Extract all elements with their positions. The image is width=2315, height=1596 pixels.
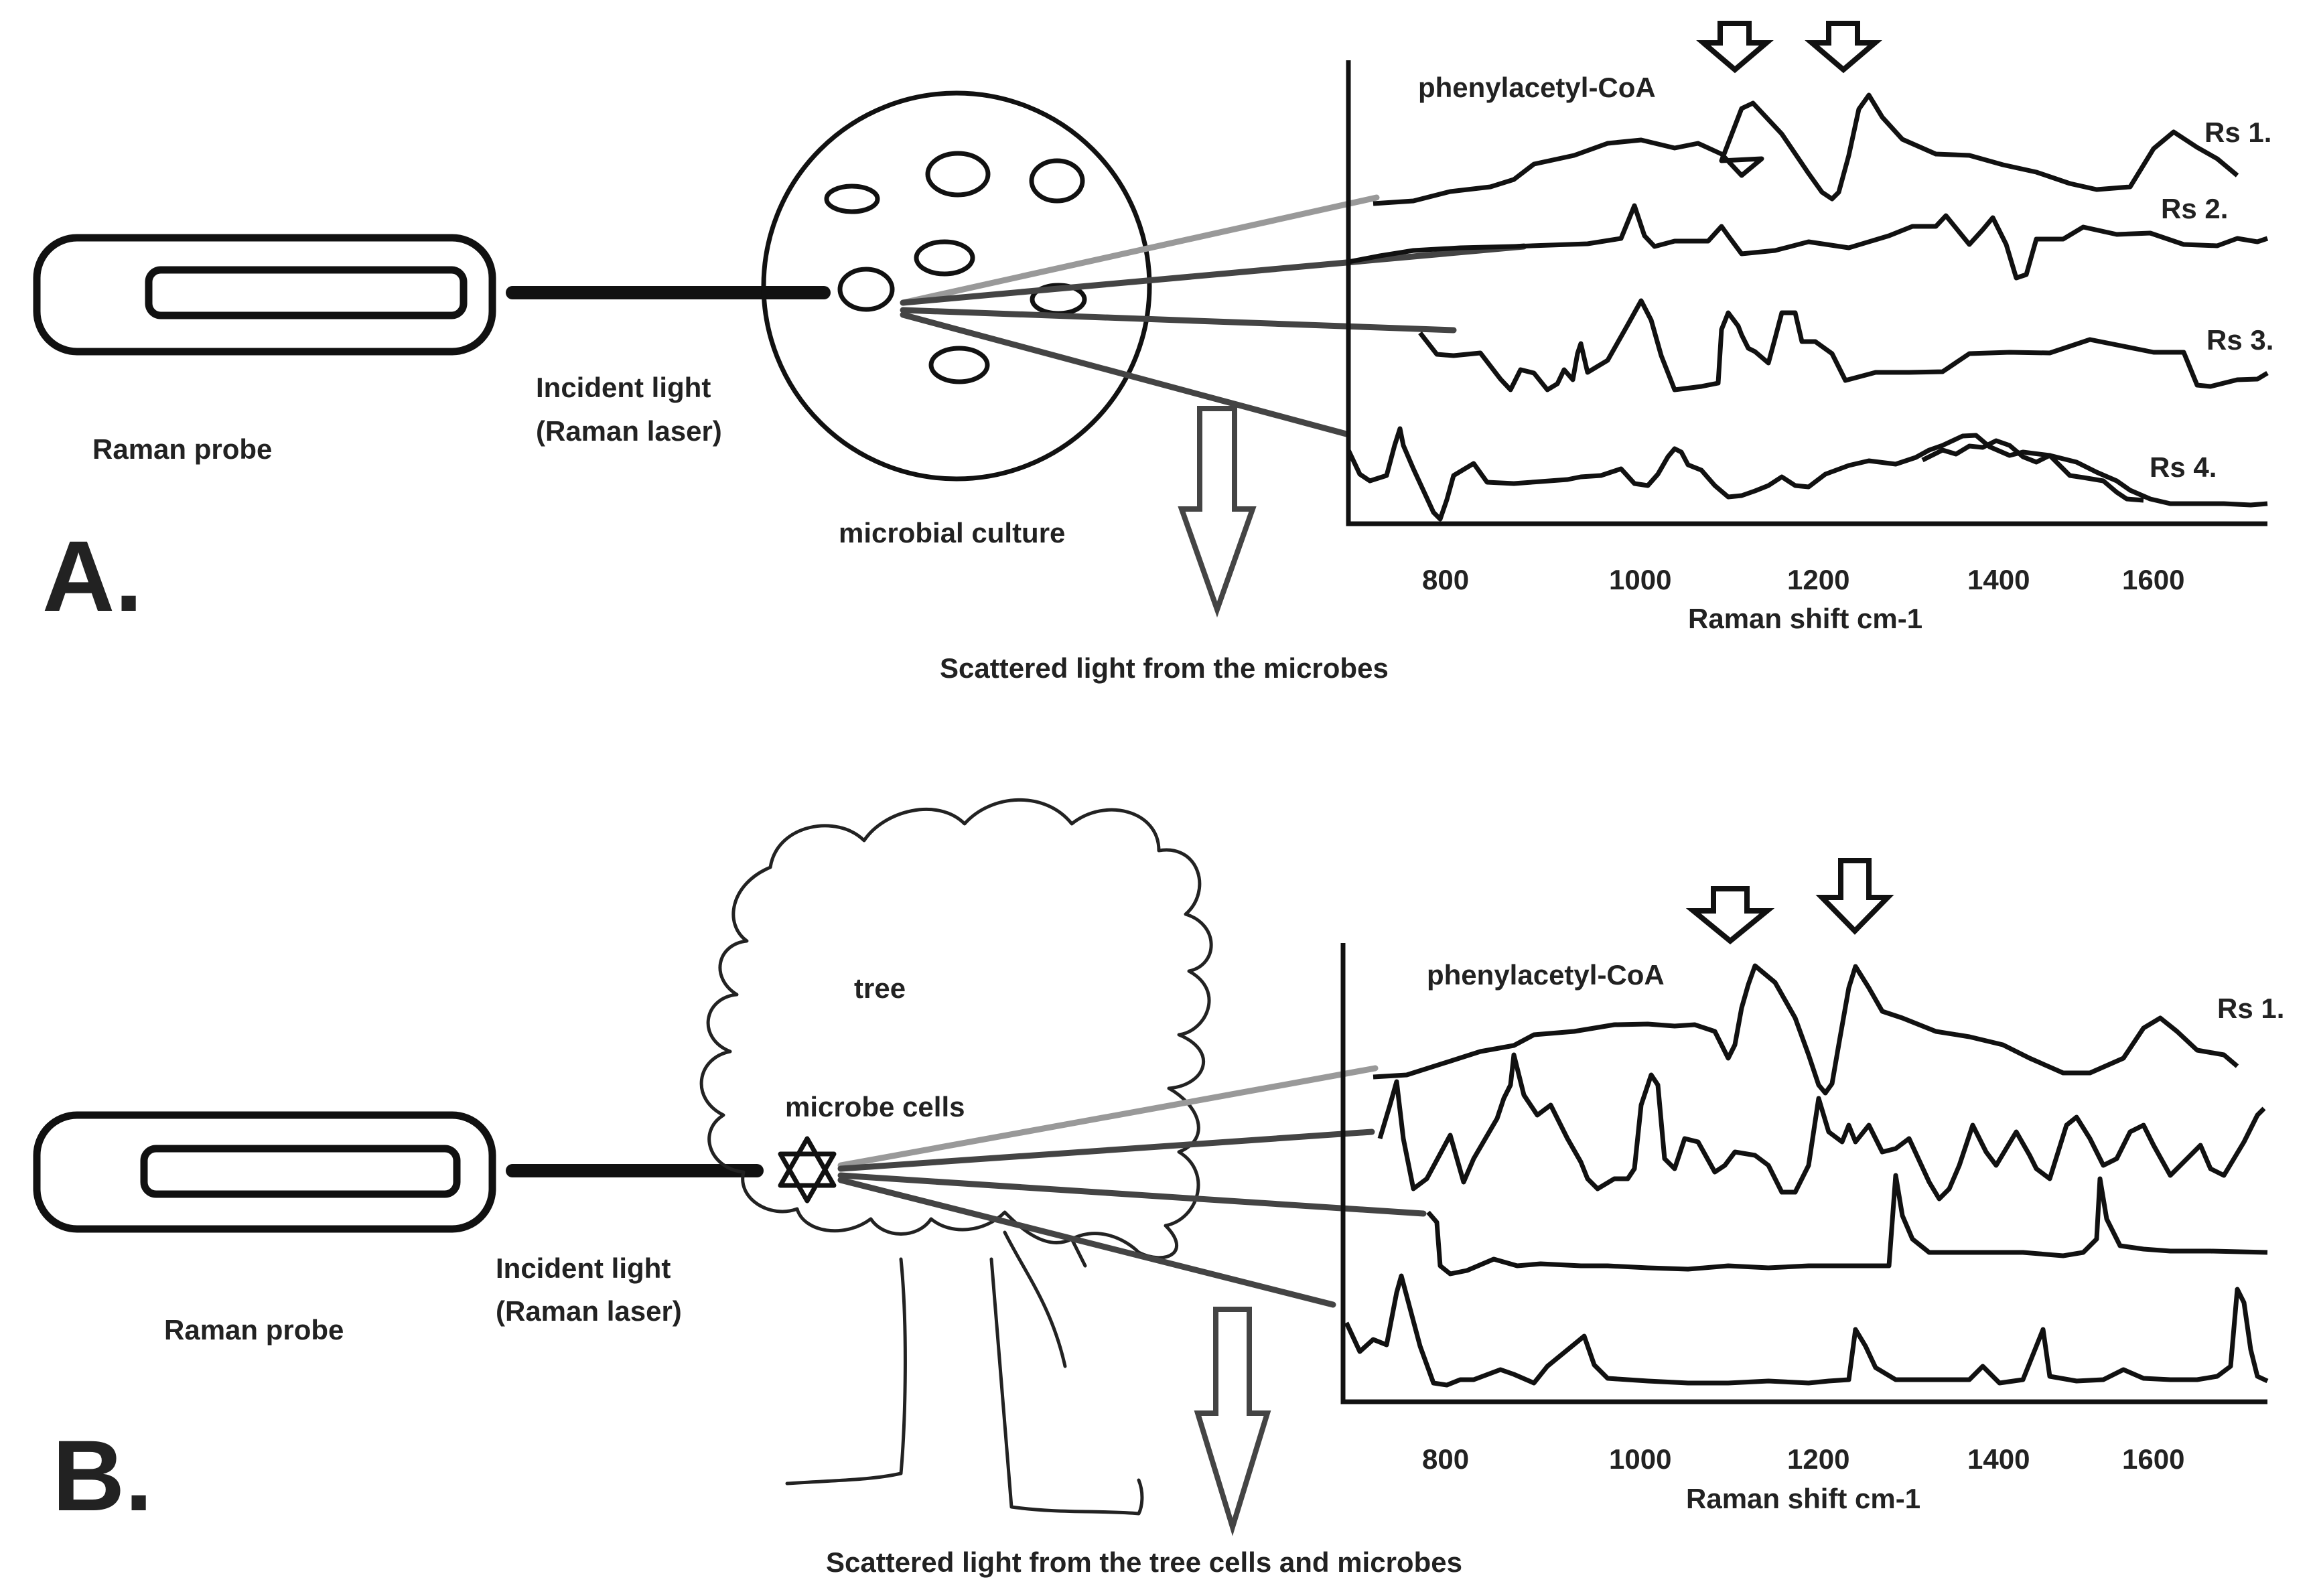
plot-axes	[1340, 943, 2267, 1404]
x-tick-label: 1600	[2122, 1443, 2184, 1475]
scatter-label: Scattered light from the tree cells and …	[826, 1546, 1462, 1578]
raman-probe-icon	[33, 1111, 496, 1233]
x-tick-label: 1200	[1787, 1443, 1849, 1475]
trace-rs2	[1377, 1052, 2266, 1202]
probe-label: Raman probe	[164, 1314, 344, 1346]
down-arrow-icon	[1194, 1307, 1271, 1536]
x-tick-label: 1000	[1609, 1443, 1671, 1475]
probe-label: Raman probe	[92, 433, 272, 465]
tree-label: tree	[854, 972, 906, 1004]
x-tick-label: 800	[1422, 564, 1469, 595]
scatter-ray-2	[837, 1129, 1375, 1172]
sample-label: microbial culture	[839, 517, 1065, 549]
incident-label-line1: Incident light	[536, 372, 711, 403]
series-label-rs1: Rs 1.	[2217, 993, 2284, 1024]
x-tick-label: 1400	[1967, 564, 2030, 595]
scatter-ray-4	[900, 311, 1350, 437]
scatter-ray-2	[900, 243, 1527, 306]
star-icon	[778, 1136, 837, 1204]
peak-arrow-icon-1	[1685, 886, 1775, 945]
trace-rs1	[1373, 92, 2239, 206]
panel-b: Raman probe Incident light (Raman laser)…	[33, 798, 2284, 1578]
series-label-rs4: Rs 4.	[2150, 451, 2217, 483]
peak-arrow-icon-2	[1805, 21, 1882, 74]
trace-rs2	[1348, 203, 2269, 281]
x-axis-label: Raman shift cm-1	[1686, 1483, 1920, 1514]
tree-icon	[699, 798, 1213, 1516]
trace-rs1	[1373, 963, 2239, 1096]
trace-rs4	[1346, 426, 2268, 522]
peak-arrow-icon-2	[1815, 858, 1894, 935]
peak-label: phenylacetyl-CoA	[1418, 72, 1656, 103]
peak-arrow-icon-1	[1696, 21, 1774, 74]
series-label-rs2: Rs 2.	[2161, 193, 2228, 224]
scatter-ray-1	[900, 194, 1380, 306]
down-arrow-icon	[1178, 406, 1257, 618]
scatter-ray-4	[837, 1177, 1336, 1308]
series-label-rs3: Rs 3.	[2206, 324, 2273, 356]
x-axis-label: Raman shift cm-1	[1688, 603, 1922, 634]
plot-axes	[1346, 60, 2267, 526]
x-tick-label: 800	[1422, 1443, 1469, 1475]
scatter-ray-3	[837, 1172, 1427, 1217]
incident-label-line2: (Raman laser)	[496, 1295, 682, 1327]
series-label-rs1: Rs 1.	[2204, 117, 2271, 148]
trace-rs4	[1344, 1273, 2269, 1388]
x-tick-label: 1000	[1609, 564, 1671, 595]
spectrum-plot: phenylacetyl-CoA Rs 1. 800 1000 1200 140…	[1340, 858, 2284, 1514]
cells-label: microbe cells	[785, 1091, 965, 1122]
x-tick-label: 1400	[1967, 1443, 2030, 1475]
panel-label: A.	[42, 520, 143, 632]
trace-rs3	[1426, 1173, 2268, 1277]
spectrum-plot: phenylacetyl-CoA Rs 1. Rs 2. Rs 3. Rs 4.…	[1346, 21, 2273, 634]
panel-a: Raman probe Incident light (Raman laser)…	[33, 21, 2273, 684]
scatter-ray-1	[837, 1065, 1379, 1169]
incident-label-line2: (Raman laser)	[536, 415, 722, 447]
scatter-ray-3	[900, 307, 1457, 334]
scatter-label: Scattered light from the microbes	[940, 652, 1389, 684]
trace-rs3	[1418, 298, 2269, 392]
peak-label: phenylacetyl-CoA	[1427, 959, 1665, 991]
x-tick-label: 1200	[1787, 564, 1849, 595]
panel-label: B.	[52, 1419, 153, 1532]
x-tick-label: 1600	[2122, 564, 2184, 595]
raman-probe-icon	[33, 234, 496, 356]
incident-label-line1: Incident light	[496, 1252, 671, 1284]
